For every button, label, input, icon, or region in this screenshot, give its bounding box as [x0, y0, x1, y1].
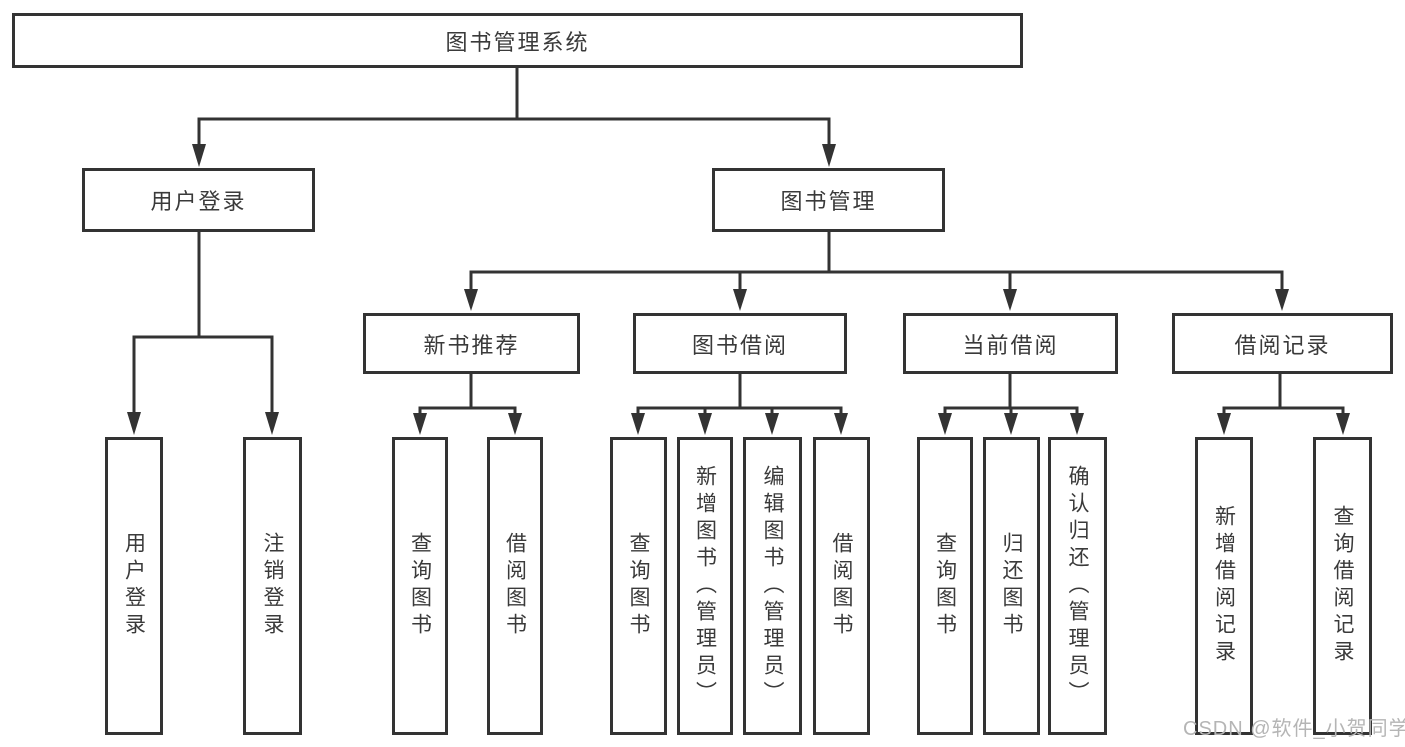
node-book-management: 图书管理: [712, 168, 945, 232]
node-user-login: 用户登录: [82, 168, 315, 232]
leaf-return-books: 归还图书: [983, 437, 1040, 735]
node-book-management-label: 图书管理: [780, 189, 877, 214]
leaf-user-login-label: 用户登录: [122, 532, 146, 640]
node-user-login-label: 用户登录: [150, 189, 247, 214]
node-current-borrow-label: 当前借阅: [962, 332, 1059, 358]
leaf-add-borrow-record: 新增借阅记录: [1195, 437, 1253, 735]
node-library-system-label: 图书管理系统: [445, 29, 590, 55]
leaf-confirm-return-admin-label: 确认归还（管理员）: [1066, 464, 1089, 708]
node-new-book-recommend-label: 新书推荐: [423, 332, 520, 358]
node-borrow-records-label: 借阅记录: [1234, 332, 1331, 358]
node-borrow-records: 借阅记录: [1172, 313, 1393, 374]
leaf-add-books-admin: 新增图书（管理员）: [677, 437, 733, 735]
node-library-system: 图书管理系统: [12, 13, 1023, 68]
leaf-logout-label: 注销登录: [261, 532, 284, 640]
leaf-borrow-books-label: 借阅图书: [830, 532, 853, 640]
leaf-query-books-current-label: 查询图书: [933, 532, 957, 640]
leaf-add-books-admin-label: 新增图书（管理员）: [693, 464, 717, 708]
leaf-query-books-recommend: 查询图书: [392, 437, 448, 735]
node-book-borrow: 图书借阅: [633, 313, 847, 374]
node-book-borrow-label: 图书借阅: [691, 332, 788, 358]
leaf-borrow-books: 借阅图书: [813, 437, 870, 735]
leaf-borrow-books-recommend-label: 借阅图书: [503, 532, 527, 640]
leaf-user-login: 用户登录: [105, 437, 163, 735]
leaf-edit-books-admin-label: 编辑图书（管理员）: [761, 464, 784, 708]
leaf-confirm-return-admin: 确认归还（管理员）: [1048, 437, 1107, 735]
leaf-return-books-label: 归还图书: [1000, 532, 1023, 640]
leaf-add-borrow-record-label: 新增借阅记录: [1212, 505, 1236, 667]
leaf-query-books-borrow-label: 查询图书: [627, 532, 650, 640]
node-new-book-recommend: 新书推荐: [363, 313, 580, 374]
node-current-borrow: 当前借阅: [903, 313, 1118, 374]
leaf-query-books-borrow: 查询图书: [610, 437, 667, 735]
csdn-watermark: CSDN @软件_小贺同学: [1183, 718, 1405, 740]
leaf-borrow-books-recommend: 借阅图书: [487, 437, 543, 735]
leaf-logout: 注销登录: [243, 437, 302, 735]
leaf-query-books-current: 查询图书: [917, 437, 973, 735]
leaf-query-books-recommend-label: 查询图书: [408, 532, 432, 640]
leaf-query-borrow-record-label: 查询借阅记录: [1331, 505, 1354, 667]
leaf-edit-books-admin: 编辑图书（管理员）: [743, 437, 802, 735]
leaf-query-borrow-record: 查询借阅记录: [1313, 437, 1372, 735]
